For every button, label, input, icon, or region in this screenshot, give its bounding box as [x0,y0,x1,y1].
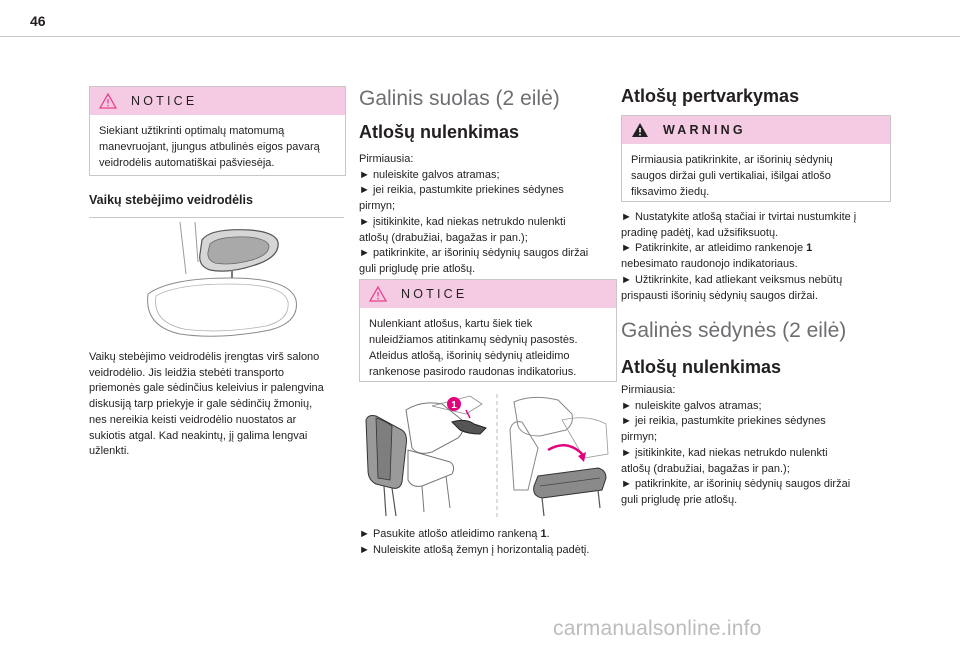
step-line: guli prigludę prie atlošų. [359,262,476,275]
body-line: Vaikų stebėjimo veidrodėlis įrengtas vir… [89,351,320,363]
instruction-line: ► Nuleiskite atlošą žemyn į horizontalią… [359,543,629,559]
seat-fold-illustration: 1 [365,394,609,518]
step-text: pradinę padėtį, kad užsifiksuotų. [621,226,779,239]
step-line: guli prigludę prie atlošų. [621,493,738,506]
child-mirror-illustration [147,222,297,337]
heading-fold-backrests-2: Atlošų nulenkimas [621,357,782,377]
warning-triangle-icon [632,123,648,137]
notice-header: NOTICE [360,280,616,308]
notice-text: Nulenkiant atlošus, kartu šiek tiek nule… [360,308,616,388]
step-line: ► jei reikia, pastumkite priekines sėdyn… [359,184,564,197]
step-line: ► Nustatykite atlošą stačiai ir tvirtai … [621,210,893,226]
warning-header: WARNING [622,116,890,144]
fold-instructions: ► Pasukite atlošo atleidimo rankeną 1. ►… [359,527,629,558]
body-line: užlenkti. [89,445,130,458]
step-ref: 1 [806,242,813,255]
notice-label: NOTICE [401,287,468,301]
step-line: pirmyn; [621,431,658,444]
notice-box-left: NOTICE Siekiant užtikrinti optimalų mato… [89,86,346,176]
fold-steps: Pirmiausia: ► nuleiskite galvos atramas;… [359,152,619,278]
instruction-line: ► Pasukite atlošo atleidimo rankeną 1. [359,527,629,543]
warning-box: WARNING Pirmiausia patikrinkite, ar išor… [621,115,891,202]
watermark: carmanualsonline.info [553,617,762,640]
reposition-steps: ► Nustatykite atlošą stačiai ir tvirtai … [621,210,893,304]
step-line: ► Užtikrinkite, kad atliekant veiksmus n… [621,273,893,289]
step-line: pradinę padėtį, kad užsifiksuotų. [621,226,893,242]
fold-steps-2: Pirmiausia: ► nuleiskite galvos atramas;… [621,383,893,509]
top-divider [0,36,960,37]
section-title-rear-bench: Galinis suolas (2 eilė) [359,87,560,110]
step-line: ► įsitikinkite, kad niekas netrukdo nule… [359,215,566,228]
section-title-rear-seats: Galinės sėdynės (2 eilė) [621,319,847,342]
step-line: atlošų (drabužiai, bagažas ir pan.); [621,462,790,475]
step-line: Pirmiausia: [359,153,414,165]
step-line: ► nuleiskite galvos atramas; [359,168,500,181]
body-line: diskusiją tarp priekyje ir gale sėdinčių… [89,398,313,411]
subtitle-divider [89,217,344,218]
child-mirror-body: Vaikų stebėjimo veidrodėlis įrengtas vir… [89,350,351,460]
step-line: ► nuleiskite galvos atramas; [621,399,762,412]
notice-line: manevruojant, įjungus atbulinės eigos pa… [99,141,320,153]
notice-label: NOTICE [131,94,198,108]
notice-box-middle: NOTICE Nulenkiant atlošus, kartu šiek ti… [359,279,617,382]
step-line: nebesimato raudonojo indikatoriaus. [621,257,893,273]
step-line: pirmyn; [359,200,396,213]
heading-reposition-backrests: Atlošų pertvarkymas [621,86,800,106]
warning-line: saugos diržai guli vertikaliai, išilgai … [631,170,831,182]
notice-line: nuleidžiamos atitinkamų sėdynių pasostės… [369,334,578,346]
heading-fold-backrests: Atlošų nulenkimas [359,122,520,142]
step-line: ► įsitikinkite, kad niekas netrukdo nule… [621,446,828,459]
body-line: priemonės gale sėdinčius keleivius ir pa… [89,382,324,395]
step-text: ► Nustatykite atlošą stačiai ir tvirtai … [621,211,857,223]
step-line: ► patikrinkite, ar išorinių sėdynių saug… [359,247,589,260]
step-line: prispausti išorinių sėdynių saugos dirža… [621,289,893,305]
step-line: ► patikrinkite, ar išorinių sėdynių saug… [621,478,851,491]
step-text: ► Užtikrinkite, kad atliekant veiksmus n… [621,273,843,286]
step-text: prispausti išorinių sėdynių saugos dirža… [621,289,818,302]
warning-triangle-icon [99,93,117,109]
step-text: nebesimato raudonojo indikatoriaus. [621,258,798,271]
figure-callout: 1 [451,400,457,411]
notice-line: Nulenkiant atlošus, kartu šiek tiek [369,318,533,330]
body-line: nes nereikia keisti veidrodėlio nuostato… [89,413,297,426]
step-line: Pirmiausia: [621,384,676,396]
warning-line: Pirmiausia patikrinkite, ar išorinių sėd… [631,154,833,166]
instruction-ref: 1 [540,528,547,540]
notice-line: Siekiant užtikrinti optimalų matomumą [99,125,285,137]
notice-line: Atleidus atlošą, išorinių sėdynių atleid… [369,350,570,362]
subtitle-child-mirror: Vaikų stebėjimo veidrodėlis [89,193,253,207]
instruction-text: ► Nuleiskite atlošą žemyn į horizontalią… [359,543,590,556]
notice-line: rankenose pasirodo raudonas indikatorius… [369,366,577,378]
instruction-text: ► Pasukite atlošo atleidimo rankeną [359,528,541,540]
step-line: ► jei reikia, pastumkite priekines sėdyn… [621,415,826,428]
warning-triangle-icon [369,286,387,302]
body-line: veidrodėlio. Jis leidžia stebėti transpo… [89,366,285,379]
warning-line: fiksavimo žiedų. [631,186,710,198]
step-text: ► Patikrinkite, ar atleidimo rankenoje [621,242,807,255]
notice-line: veidrodėlis automatiškai pašviesėja. [99,157,275,169]
notice-header: NOTICE [90,87,345,115]
warning-label: WARNING [663,123,746,137]
instruction-text: . [546,528,550,540]
warning-text: Pirmiausia patikrinkite, ar išorinių sėd… [622,144,890,208]
step-line: atlošų (drabužiai, bagažas ir pan.); [359,231,528,244]
body-line: sukiotis atgal. Kad neakintų, jį galima … [89,429,308,442]
step-line: ► Patikrinkite, ar atleidimo rankenoje 1 [621,241,893,257]
notice-text: Siekiant užtikrinti optimalų matomumą ma… [90,115,345,179]
page-number: 46 [30,13,46,29]
